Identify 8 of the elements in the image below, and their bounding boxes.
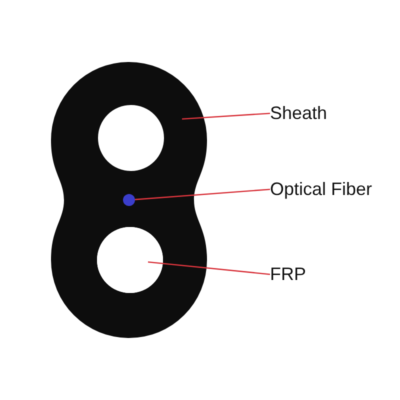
part-label: FRP: [270, 264, 306, 285]
leader-line: [134, 188, 270, 200]
leader-line: [148, 261, 270, 275]
optical-fiber: [123, 194, 135, 206]
part-label: Sheath: [270, 103, 328, 124]
cable-sheath: [51, 62, 207, 338]
part-label: Optical Fiber: [270, 179, 372, 200]
leader-line: [182, 112, 270, 120]
